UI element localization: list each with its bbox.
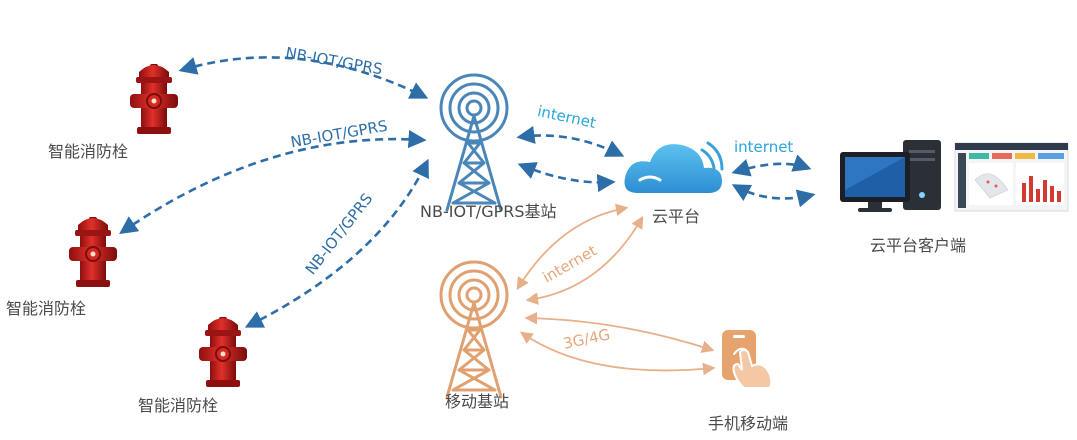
link-cloud-client-upper <box>731 154 812 177</box>
hydrant-label-2: 智能消防栓 <box>6 299 87 318</box>
hydrant-label-3: 智能消防栓 <box>138 396 219 415</box>
link-label-cloud-client: internet <box>734 138 794 156</box>
cloud-label: 云平台 <box>652 207 701 226</box>
link-cloud-client-lower <box>731 184 816 208</box>
link-station-cloud-lower <box>517 162 616 193</box>
phone-label: 手机移动端 <box>708 414 789 433</box>
client-label: 云平台客户端 <box>870 236 967 255</box>
nb-iot-tower-icon <box>439 73 509 212</box>
hydrant-icon-3 <box>198 316 248 388</box>
phone-touch-icon <box>722 330 773 389</box>
link-hydrant1-station <box>178 56 429 99</box>
hydrant-icon-1 <box>129 63 179 135</box>
mobile-tower-icon <box>439 260 509 399</box>
cloud-icon <box>624 141 724 193</box>
computer-icon <box>840 140 941 212</box>
link-station-cloud-upper <box>516 125 625 157</box>
dashboard-thumbnail <box>954 142 1069 212</box>
link-mobile-phone-upper <box>524 311 715 353</box>
nb-station-label: NB-IOT/GPRS基站 <box>420 202 557 221</box>
link-hydrant2-station <box>119 129 427 235</box>
hydrant-label-1: 智能消防栓 <box>48 142 129 161</box>
link-mobile-phone-lower <box>519 331 716 376</box>
link-hydrant3-station <box>244 158 429 328</box>
mobile-station-label: 移动基站 <box>445 392 510 411</box>
hydrant-icon-2 <box>68 216 118 288</box>
link-mobile-cloud-inner <box>525 215 644 305</box>
